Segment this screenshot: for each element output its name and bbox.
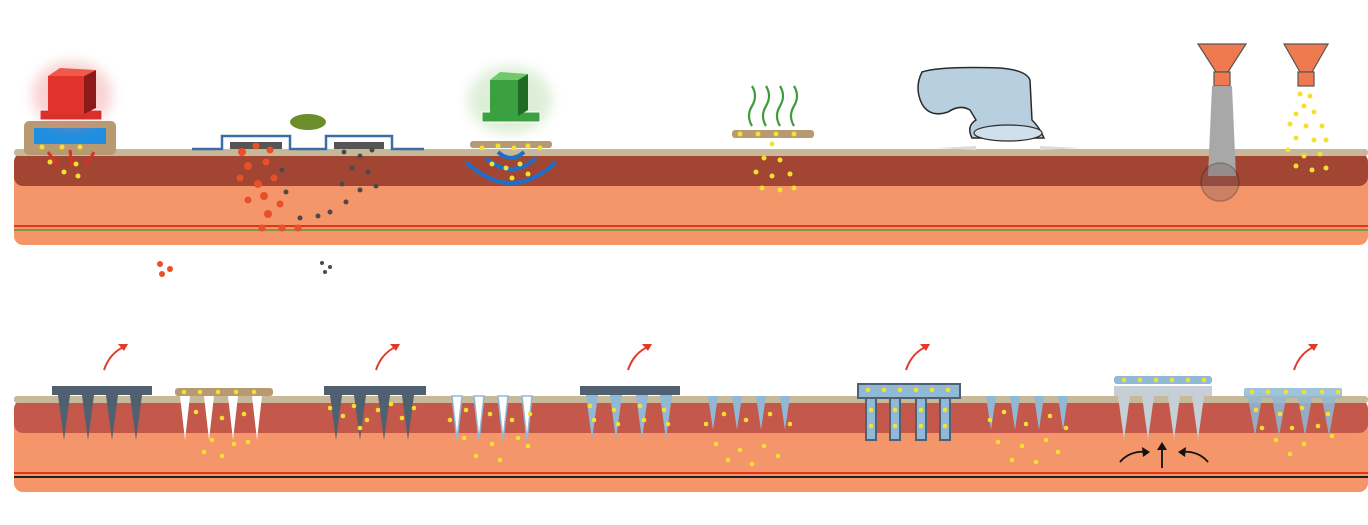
hollow-particles: [865, 387, 951, 429]
hollow-needles: [865, 397, 951, 441]
heat-pad-reservoir: [34, 128, 106, 144]
solid-microneedles-method: [52, 386, 273, 459]
ultrasound-device-icon: [481, 72, 541, 123]
vapor-icon: [747, 85, 799, 127]
funnel-icon: [1282, 43, 1330, 87]
hydrogel-drug-reservoir: [1114, 376, 1212, 384]
removal-arrowheads: [118, 344, 1318, 351]
bottom-skin-panel: [14, 396, 1368, 492]
solid-needles: [58, 395, 142, 440]
dissolving-microneedles-method: [580, 386, 793, 467]
coated-micropores: [451, 395, 533, 441]
micropores: [180, 396, 262, 440]
top-red-line: [14, 225, 1368, 227]
coated-needles: [330, 395, 414, 440]
heat-device-icon: [32, 61, 112, 129]
coating-particles: [327, 401, 417, 431]
hollow-released-particles: [987, 409, 1069, 465]
dissolved-particles: [703, 411, 793, 467]
released-coating-particles: [447, 407, 533, 463]
chemical-particles: [737, 131, 797, 193]
removal-arrow-icon: [905, 345, 929, 371]
swelling-arrowheads: [1142, 442, 1186, 457]
bottom-surface-layer: [14, 396, 1368, 403]
injection-stream: [1208, 86, 1236, 176]
coated-array-base: [324, 386, 426, 395]
dark-ions: [279, 147, 379, 221]
ion-legend: [157, 261, 332, 277]
ultrasound-method: [464, 66, 558, 185]
iontophoresis-method: [157, 114, 424, 277]
powder-particles: [1285, 91, 1329, 173]
injection-site-highlight: [1200, 162, 1240, 202]
removal-arrows: [103, 345, 1317, 371]
top-green-line: [14, 229, 1368, 231]
top-surface-layer: [14, 149, 1368, 156]
topical-powder-method: [1282, 43, 1330, 173]
red-ions: [236, 142, 302, 232]
removal-arrow-icon: [1293, 345, 1317, 371]
heat-arrows: [46, 149, 96, 167]
funnel-icon: [1196, 43, 1248, 87]
bottom-epidermis-layer: [14, 400, 1368, 433]
bottom-red-line: [14, 472, 1368, 474]
hydrogel-array-base: [1114, 386, 1212, 396]
patch-outline: [192, 134, 424, 151]
jet-nozzle: [973, 124, 1043, 142]
jet-injector-method: [917, 66, 1082, 150]
power-source: [290, 114, 326, 130]
removal-arrow-icon: [375, 345, 399, 371]
swollen-array-base: [1244, 388, 1342, 398]
chemical-pad: [732, 130, 814, 138]
powder-injection-method: [1196, 43, 1248, 202]
chemical-method: [732, 85, 814, 193]
ultrasound-particles: [479, 143, 543, 181]
coated-microneedles-method: [324, 386, 533, 463]
jet-injector-icon: [917, 66, 1046, 139]
ultrasound-waves: [464, 150, 558, 185]
removal-arrow-icon: [627, 345, 651, 371]
hydrogel-microneedles-method: [1114, 376, 1342, 468]
coupling-gel: [470, 141, 552, 148]
hollow-pores: [986, 396, 1068, 430]
bottom-dark-line: [14, 476, 1368, 478]
solid-particles: [181, 389, 257, 459]
drug-patch: [175, 388, 273, 396]
top-skin-panel: [14, 149, 1368, 245]
hollow-reservoir: [857, 383, 961, 399]
dissolving-needle-particles: [587, 403, 671, 427]
top-epidermis-layer: [14, 153, 1368, 186]
thermal-method: [24, 61, 116, 179]
hollow-microneedles-method: [857, 383, 1069, 465]
jet-spray-right: [1040, 146, 1082, 150]
dissolved-needle-stubs: [708, 396, 790, 430]
dissolving-array-base: [580, 386, 680, 395]
hydrogel-needles: [1118, 396, 1204, 440]
hydrogel-reservoir-particles: [1121, 377, 1207, 383]
cathode-electrode: [334, 142, 384, 149]
swollen-particles: [1249, 389, 1341, 457]
heat-particles: [39, 144, 83, 179]
removal-arrow-icon: [103, 345, 127, 371]
jet-spray-left: [936, 146, 976, 150]
solid-array-base: [52, 386, 152, 395]
